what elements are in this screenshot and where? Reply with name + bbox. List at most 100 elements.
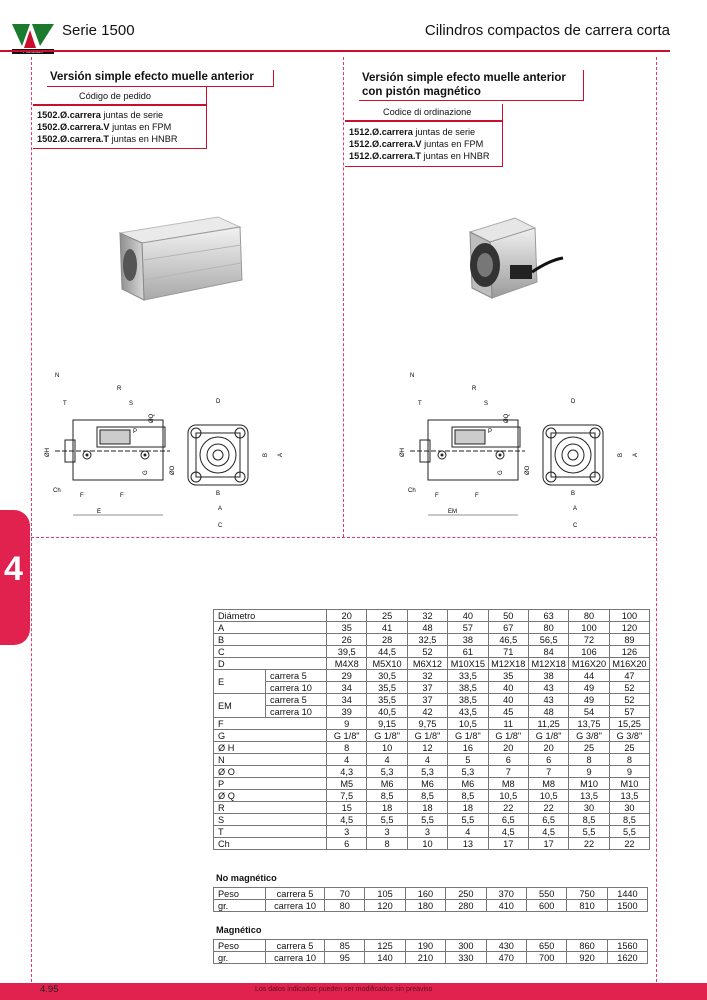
d-33: B — [571, 491, 575, 497]
row-label: gr. — [213, 951, 266, 964]
table-cell: G 1/8" — [447, 729, 489, 742]
table-cell: 25 — [608, 741, 651, 754]
d-5: P — [133, 429, 137, 435]
table-cell: M8 — [527, 777, 570, 790]
table-cell: 5,5 — [366, 813, 408, 826]
right-codes-box: 1512.Ø.carrera juntas de serie 1512.Ø.ca… — [345, 121, 503, 167]
table-cell: 47 — [608, 669, 651, 682]
table-cell: 38 — [527, 669, 570, 682]
table-cell: 7 — [527, 765, 570, 778]
table-cell: 1440 — [606, 887, 649, 900]
table-cell: 8 — [366, 837, 408, 850]
d-32: D — [571, 399, 576, 405]
table-cell: 15 — [325, 801, 368, 814]
table-cell: 33,5 — [447, 669, 489, 682]
front-view-drawing-right: D B A C B A ØO — [515, 395, 645, 540]
header-cell: 100 — [608, 609, 651, 622]
table-cell: 5,5 — [608, 825, 651, 838]
d-13: D — [216, 399, 221, 405]
header-cell: 63 — [527, 609, 570, 622]
table-cell: 52 — [608, 693, 651, 706]
frame-divider — [31, 537, 656, 538]
table-cell: 85 — [323, 939, 366, 952]
table-cell: 9 — [568, 765, 610, 778]
table-cell: 120 — [364, 899, 406, 912]
table-cell: 37 — [406, 681, 449, 694]
cylinder-photo-right — [455, 210, 565, 305]
table-cell: 13,5 — [568, 789, 610, 802]
table-cell: 44,5 — [366, 645, 408, 658]
right-code-row: 1512.Ø.carrera juntas de serie — [349, 127, 476, 137]
table-cell: 43,5 — [447, 705, 489, 718]
left-title-box: Versión simple efecto muelle anterior — [47, 70, 274, 87]
table-cell: 49 — [568, 693, 610, 706]
table-cell: 16 — [447, 741, 489, 754]
table-cell: 920 — [566, 951, 608, 964]
table-cell: 22 — [487, 801, 529, 814]
table-cell: 22 — [527, 801, 570, 814]
d-17: B — [263, 453, 269, 457]
d-35: C — [573, 523, 578, 529]
table-cell: 35 — [487, 669, 529, 682]
table-cell: M6 — [366, 777, 408, 790]
row-label: A — [213, 621, 327, 634]
footer-note: Los datos indicados pueden ser modificad… — [255, 986, 433, 993]
row-label: Peso — [213, 939, 266, 952]
weights-nomag-title: No magnético — [216, 873, 277, 883]
table-cell: 810 — [566, 899, 608, 912]
table-cell: 67 — [487, 621, 529, 634]
row-label: gr. — [213, 899, 266, 912]
table-cell: 41 — [366, 621, 408, 634]
right-order-box: Codice di ordinazione — [345, 104, 503, 121]
d-8: G — [143, 470, 149, 475]
table-cell: 9,15 — [366, 717, 408, 730]
row-sublabel: carrera 10 — [265, 681, 327, 694]
row-label: Ø O — [213, 765, 327, 778]
table-cell: 18 — [366, 801, 408, 814]
table-cell: 54 — [568, 705, 610, 718]
d-6: ØQ — [149, 413, 155, 423]
table-cell: 57 — [447, 621, 489, 634]
table-cell: 190 — [404, 939, 447, 952]
table-cell: 8 — [568, 753, 610, 766]
table-cell: 46,5 — [487, 633, 529, 646]
series-label: Serie 1500 — [62, 22, 135, 39]
table-cell: 470 — [485, 951, 527, 964]
table-cell: 39 — [325, 705, 368, 718]
table-cell: 20 — [527, 741, 570, 754]
d-21: R — [472, 386, 477, 392]
table-cell: 860 — [566, 939, 608, 952]
table-cell: G 1/8" — [487, 729, 529, 742]
table-cell: 410 — [485, 899, 527, 912]
table-cell: M5X10 — [366, 657, 408, 670]
table-cell: M10 — [568, 777, 610, 790]
table-cell: 18 — [406, 801, 449, 814]
d-36: B — [618, 453, 624, 457]
right-code-row: 1512.Ø.carrera.T juntas en HNBR — [349, 151, 490, 161]
table-cell: 52 — [608, 681, 651, 694]
table-cell: 5,3 — [406, 765, 449, 778]
left-order-label: Código de pedido — [79, 91, 152, 101]
page-number: 4.95 — [40, 984, 59, 995]
table-cell: G 3/8" — [608, 729, 651, 742]
footer-bar — [0, 983, 707, 1000]
table-cell: 22 — [608, 837, 651, 850]
d-11: F — [120, 493, 124, 499]
d-31: EM — [448, 509, 457, 515]
table-cell: 17 — [487, 837, 529, 850]
d-15: A — [218, 506, 222, 512]
table-cell: 330 — [445, 951, 487, 964]
table-cell: 9,75 — [406, 717, 449, 730]
table-cell: M6 — [406, 777, 449, 790]
table-cell: M10X15 — [447, 657, 489, 670]
table-cell: 30 — [608, 801, 651, 814]
